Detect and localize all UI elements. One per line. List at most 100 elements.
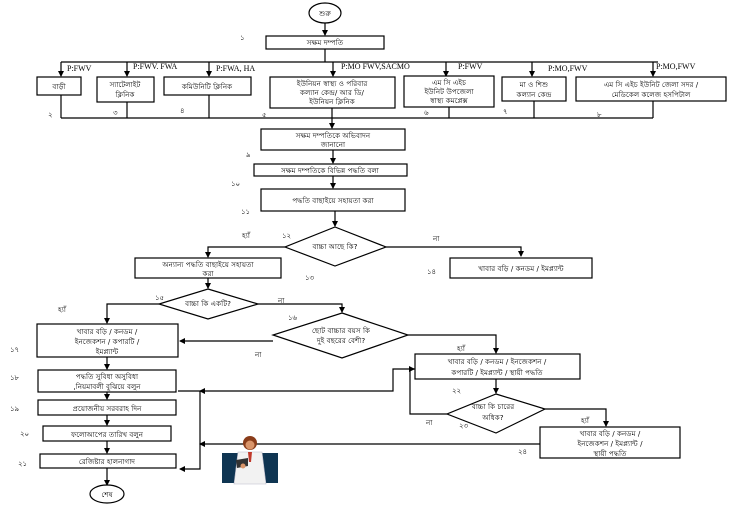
svg-text:পদ্ধতি সুবিধা অসুবিধা: পদ্ধতি সুবিধা অসুবিধা: [76, 372, 139, 381]
no-label: না: [277, 296, 285, 305]
step-4-community-clinic: কমিউনিটি ক্লিনিক: [163, 76, 252, 96]
svg-text:রেজিষ্টার হালনাগাদ: রেজিষ্টার হালনাগাদ: [79, 457, 135, 466]
svg-text:অধিক?: অধিক?: [481, 413, 503, 422]
staff-tag: P:MO,FWV: [656, 62, 696, 71]
step-2-home: বাড়ী: [36, 76, 82, 96]
svg-text:স্যাটেলাইট: স্যাটেলাইট: [109, 80, 141, 89]
step-22-all-methods: খাবার বড়ি / কনডম / ইনজেকশন / কপারটি / ই…: [414, 353, 581, 395]
svg-text:৮: ৮: [597, 111, 602, 119]
svg-text:২: ২: [48, 111, 53, 119]
no-label: না: [425, 418, 433, 427]
svg-text:খাবার বড়ি / কনডম /: খাবার বড়ি / কনডম /: [77, 327, 138, 336]
svg-text:অন্যান্য পদ্ধতি বাছাইয়ে সহায়: অন্যান্য পদ্ধতি বাছাইয়ে সহায়তা: [161, 260, 254, 269]
svg-text:২৪: ২৪: [518, 448, 527, 456]
step-20-followup-date: ফলোআপের তারিখ বলুন ২০: [20, 425, 172, 442]
svg-text:৯: ৯: [246, 151, 251, 159]
step-24-methods-more-than-four: খাবার বড়ি / কনডম / ইনজেকশন / ইমপ্ল্যান্…: [518, 426, 681, 459]
svg-text:সক্ষম দম্পতি: সক্ষম দম্পতি: [306, 38, 344, 47]
svg-text:এম সি এইচ: এম সি এইচ: [432, 78, 466, 87]
decision-12-has-children: বাচ্চা আছে কি? ১২ হ্যাঁ না: [241, 226, 440, 267]
svg-text:১৮: ১৮: [10, 374, 20, 382]
staff-tag: P:MO,FWV: [548, 64, 588, 73]
step-9-greet: সক্ষম দম্পতিকে অভিবাদন জানানো ৯: [246, 128, 406, 159]
start-terminal: শুরু: [308, 2, 342, 24]
step-14-pill-condom-implant: খাবার বড়ি / কনডম / ইমপ্ল্যান্ট ১৪: [427, 257, 593, 279]
svg-text:বাচ্চা কি চারের: বাচ্চা কি চারের: [471, 402, 514, 411]
svg-text:সক্ষম দম্পতিকে বিভিন্ন পদ্ধতি: সক্ষম দম্পতিকে বিভিন্ন পদ্ধতি বলা: [280, 166, 380, 175]
decision-16-child-over-two: ছোট বাচ্চার বয়স কি দুই বছরের বেশী? ১৬ ন…: [254, 312, 466, 359]
svg-text:৩: ৩: [113, 109, 118, 117]
svg-text:খাবার বড়ি / কনডম / ইনজেকশন /: খাবার বড়ি / কনডম / ইনজেকশন /: [448, 357, 547, 366]
svg-text:৭: ৭: [503, 108, 508, 116]
yes-label: হ্যাঁ: [241, 231, 251, 240]
svg-text:ক্লিনিক: ক্লিনিক: [114, 90, 134, 99]
svg-text:কমিউনিটি ক্লিনিক: কমিউনিটি ক্লিনিক: [181, 82, 232, 91]
svg-text:প্রয়োজনীয় সরবরাহ দিন: প্রয়োজনীয় সরবরাহ দিন: [73, 404, 142, 413]
svg-text:১০: ১০: [231, 180, 240, 188]
yes-label: হ্যাঁ: [580, 416, 590, 425]
step-13-other-methods: অন্যান্য পদ্ধতি বাছাইয়ে সহায়তা করা ১৩: [134, 257, 315, 282]
step-8-district-hospital: এম সি এইচ ইউনিট জেলা সদর / মেডিকেল কলেজ …: [575, 76, 727, 102]
step-1-eligible-couple: সক্ষম দম্পতি ১: [240, 34, 385, 50]
svg-text:ইনজেকশন / কপারটি /: ইনজেকশন / কপারটি /: [74, 337, 140, 346]
svg-text:সক্ষম দম্পতিকে অভিবাদন: সক্ষম দম্পতিকে অভিবাদন: [295, 131, 371, 140]
svg-text:৪: ৪: [180, 107, 185, 115]
svg-text:খাবার বড়ি / কনডম /: খাবার বড়ি / কনডম /: [580, 429, 641, 438]
staff-tag: P:FWV: [67, 64, 92, 73]
step-3-satellite-clinic: স্যাটেলাইট ক্লিনিক: [96, 76, 155, 103]
yes-label: হ্যাঁ: [456, 344, 466, 353]
step-18-explain-pros-cons: পদ্ধতি সুবিধা অসুবিধা ,নিয়মাবলী বুঝিয়ে…: [10, 369, 177, 393]
svg-text:মেডিকেল কলেজ হসপিটাল: মেডিকেল কলেজ হসপিটাল: [612, 90, 691, 99]
svg-text:ছোট বাচ্চার বয়স কি: ছোট বাচ্চার বয়স কি: [312, 326, 370, 335]
svg-text:কল্যান কেন্দ্র/ আর ডি/: কল্যান কেন্দ্র/ আর ডি/: [299, 88, 365, 97]
svg-text:১২: ১২: [282, 232, 291, 240]
svg-text:২৩: ২৩: [459, 422, 469, 430]
svg-text:২০: ২০: [20, 430, 29, 438]
svg-text:ইউনিট উপজেলা: ইউনিট উপজেলা: [423, 87, 474, 96]
svg-text:জানানো: জানানো: [320, 140, 346, 149]
svg-text:১৫: ১৫: [155, 294, 164, 302]
svg-text:পদ্ধতি বাছাইয়ে সহায়তা করা: পদ্ধতি বাছাইয়ে সহায়তা করা: [292, 196, 374, 205]
staff-tag: P:FWA, HA: [216, 64, 255, 73]
start-label: শুরু: [318, 9, 331, 18]
svg-text:ইউনিয়ন স্বাস্থ্য ও পরিবার: ইউনিয়ন স্বাস্থ্য ও পরিবার: [296, 79, 368, 88]
staff-tag: P:FWV: [458, 62, 483, 71]
svg-text:মা ও শিশু: মা ও শিশু: [519, 80, 548, 89]
svg-text:২২: ২২: [452, 387, 461, 395]
staff-tag: P:FWV. FWA: [133, 62, 178, 71]
decision-23-more-than-four: বাচ্চা কি চারের অধিক? ২৩ না হ্যাঁ: [425, 393, 590, 434]
end-label: শেষ: [101, 490, 112, 499]
no-label: না: [254, 350, 262, 359]
svg-text:কল্যান কেন্দ্র: কল্যান কেন্দ্র: [516, 90, 552, 99]
svg-text:স্থায়ী পদ্ধতি: স্থায়ী পদ্ধতি: [592, 449, 627, 458]
svg-text:১৩: ১৩: [305, 274, 315, 282]
step-19-provide-supplies: প্রয়োজনীয় সরবরাহ দিন ১৯: [10, 399, 177, 416]
yes-label: হ্যাঁ: [57, 305, 67, 314]
step-21-update-register: রেজিষ্টার হালনাগাদ ২১: [18, 453, 177, 469]
svg-text:বাচ্চা কি একটি?: বাচ্চা কি একটি?: [184, 299, 231, 308]
step-6-upazila-complex: এম সি এইচ ইউনিট উপজেলা স্বাস্থ্য কমপ্লেক…: [403, 75, 495, 108]
svg-text:বাড়ী: বাড়ী: [51, 82, 66, 91]
step-11-help-choose: পদ্ধতি বাছাইয়ে সহায়তা করা ১১: [241, 188, 406, 216]
svg-text:দুই বছরের বেশী?: দুই বছরের বেশী?: [316, 336, 365, 345]
svg-text:১৪: ১৪: [427, 268, 436, 276]
step-10-explain-methods: সক্ষম দম্পতিকে বিভিন্ন পদ্ধতি বলা ১০: [231, 163, 408, 188]
svg-text:বাচ্চা আছে কি?: বাচ্চা আছে কি?: [311, 242, 357, 251]
step-7-mother-child-centre: মা ও শিশু কল্যান কেন্দ্র: [501, 76, 567, 102]
svg-text:৫: ৫: [262, 111, 267, 119]
svg-text:ইমপ্ল্যান্ট: ইমপ্ল্যান্ট: [95, 347, 119, 356]
svg-text:খাবার বড়ি / কনডম / ইমপ্ল্যান্: খাবার বড়ি / কনডম / ইমপ্ল্যান্ট: [478, 264, 564, 273]
staff-tag: P:MO FWV,SACMO: [341, 62, 410, 71]
svg-text:কপারটি / ইমপ্ল্যান্ট / স্থায়ী: কপারটি / ইমপ্ল্যান্ট / স্থায়ী পদ্ধতি: [450, 368, 543, 377]
doctor-clipart-icon: [222, 436, 278, 485]
svg-text:২১: ২১: [18, 460, 27, 468]
svg-text:এম সি এইচ ইউনিট জেলা সদর /: এম সি এইচ ইউনিট জেলা সদর /: [604, 80, 699, 89]
step-5-union-centre: ইউনিয়ন স্বাস্থ্য ও পরিবার কল্যান কেন্দ্…: [269, 76, 396, 109]
svg-text:স্বাস্থ্য কমপ্লেক্স: স্বাস্থ্য কমপ্লেক্স: [429, 96, 468, 105]
decision-15-one-child: বাচ্চা কি একটি? ১৫ হ্যাঁ না: [57, 288, 285, 320]
svg-text:৬: ৬: [424, 109, 429, 117]
svg-text:ইনজেকশন / ইমপ্ল্যান্ট /: ইনজেকশন / ইমপ্ল্যান্ট /: [576, 439, 643, 448]
svg-text:১৭: ১৭: [10, 346, 19, 354]
no-label: না: [432, 234, 440, 243]
